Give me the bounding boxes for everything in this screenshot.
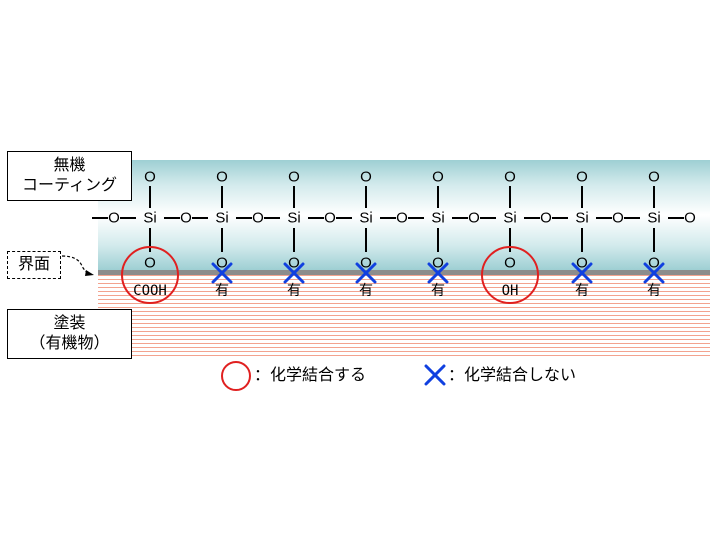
horizontal-bond <box>624 217 640 219</box>
silicon-atom: Si <box>359 209 373 227</box>
top-oxygen-atom: O <box>576 168 588 186</box>
vertical-bond <box>221 186 223 208</box>
horizontal-bond <box>92 217 108 219</box>
horizontal-bond <box>596 217 612 219</box>
bottom-oxygen-atom: O <box>576 254 588 272</box>
bridging-oxygen-atom: O <box>180 209 192 227</box>
vertical-bond <box>365 228 367 252</box>
vertical-bond <box>653 186 655 208</box>
no-bond-cross-icon <box>643 262 665 284</box>
coating-label-box: 無機 コーティング <box>7 151 132 201</box>
legend-no-bond-label: ：化学結合しない <box>448 367 577 384</box>
vertical-bond <box>221 228 223 252</box>
bottom-oxygen-atom: O <box>432 254 444 272</box>
silicon-atom: Si <box>503 209 517 227</box>
top-oxygen-atom: O <box>144 168 156 186</box>
horizontal-bond <box>380 217 396 219</box>
horizontal-bond <box>120 217 136 219</box>
bottom-oxygen-atom: O <box>360 254 372 272</box>
horizontal-bond <box>408 217 424 219</box>
horizontal-bond <box>480 217 496 219</box>
legend-circle-icon <box>221 361 251 391</box>
vertical-bond <box>653 228 655 252</box>
horizontal-bond <box>452 217 468 219</box>
vertical-bond <box>293 228 295 252</box>
bridging-oxygen-atom: O <box>684 209 696 227</box>
horizontal-bond <box>336 217 352 219</box>
no-bond-cross-icon <box>427 262 449 284</box>
horizontal-bond <box>524 217 540 219</box>
chemical-bond-circle-icon <box>481 246 539 304</box>
top-oxygen-atom: O <box>288 168 300 186</box>
vertical-bond <box>581 228 583 252</box>
bridging-oxygen-atom: O <box>324 209 336 227</box>
coating-label-line-2: コーティング <box>21 177 118 194</box>
top-oxygen-atom: O <box>648 168 660 186</box>
silicon-atom: Si <box>647 209 661 227</box>
vertical-bond <box>581 186 583 208</box>
bottom-oxygen-atom: O <box>648 254 660 272</box>
silicon-atom: Si <box>143 209 157 227</box>
vertical-bond <box>509 228 511 252</box>
bridging-oxygen-atom: O <box>468 209 480 227</box>
bridging-oxygen-atom: O <box>540 209 552 227</box>
bottom-oxygen-atom: O <box>288 254 300 272</box>
vertical-bond <box>149 186 151 208</box>
silicon-atom: Si <box>287 209 301 227</box>
paint-label-line-2: （有機物） <box>29 335 110 352</box>
no-bond-cross-icon <box>571 262 593 284</box>
interface-label: 界面 <box>17 256 50 273</box>
horizontal-bond <box>552 217 568 219</box>
coating-label-line-1: 無機 <box>53 157 86 174</box>
paint-layer <box>98 275 710 359</box>
vertical-bond <box>437 186 439 208</box>
vertical-bond <box>509 186 511 208</box>
interface-pointer-arrow <box>61 255 94 276</box>
bridging-oxygen-atom: O <box>108 209 120 227</box>
chemical-bond-circle-icon <box>121 246 179 304</box>
surface-group-label: 有 <box>431 283 445 299</box>
inorganic-coating-layer <box>98 160 710 270</box>
vertical-bond <box>365 186 367 208</box>
silicon-atom: Si <box>215 209 229 227</box>
bottom-oxygen-atom: O <box>216 254 228 272</box>
top-oxygen-atom: O <box>432 168 444 186</box>
horizontal-bond <box>308 217 324 219</box>
surface-group-label: 有 <box>359 283 373 299</box>
top-oxygen-atom: O <box>216 168 228 186</box>
bridging-oxygen-atom: O <box>396 209 408 227</box>
surface-group-label: 有 <box>647 283 661 299</box>
legend-bond-label: ：化学結合する <box>254 367 367 384</box>
vertical-bond <box>293 186 295 208</box>
top-oxygen-atom: O <box>360 168 372 186</box>
bridging-oxygen-atom: O <box>612 209 624 227</box>
paint-label-line-1: 塗装 <box>53 315 86 332</box>
no-bond-cross-icon <box>355 262 377 284</box>
silicon-atom: Si <box>575 209 589 227</box>
horizontal-bond <box>164 217 180 219</box>
horizontal-bond <box>264 217 280 219</box>
interface-line <box>98 270 710 275</box>
horizontal-bond <box>192 217 208 219</box>
no-bond-cross-icon <box>283 262 305 284</box>
silicon-atom: Si <box>431 209 445 227</box>
interface-label-box: 界面 <box>7 251 61 279</box>
bridging-oxygen-atom: O <box>252 209 264 227</box>
surface-group-label: 有 <box>215 283 229 299</box>
surface-group-label: 有 <box>575 283 589 299</box>
top-oxygen-atom: O <box>504 168 516 186</box>
surface-group-label: 有 <box>287 283 301 299</box>
legend-cross-icon <box>424 364 446 386</box>
horizontal-bond <box>236 217 252 219</box>
paint-label-box: 塗装 （有機物） <box>7 309 132 359</box>
horizontal-bond <box>668 217 684 219</box>
no-bond-cross-icon <box>211 262 233 284</box>
vertical-bond <box>149 228 151 252</box>
vertical-bond <box>437 228 439 252</box>
